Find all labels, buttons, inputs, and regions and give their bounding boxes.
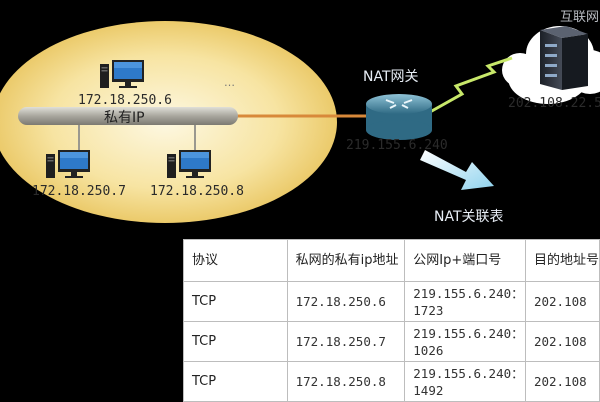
column-header: 私网的私有ip地址 bbox=[286, 239, 406, 282]
more-hosts-ellipsis: … bbox=[224, 76, 235, 89]
column-header: 目的地址号 bbox=[524, 239, 600, 282]
server-ip-label: 202.108.22.5 bbox=[508, 96, 600, 111]
protocol-cell: TCP bbox=[183, 361, 288, 402]
destination-cell: 202.108 bbox=[524, 281, 600, 322]
server-icon bbox=[540, 26, 588, 90]
gateway-ip-label: 219.155.6.240 bbox=[346, 138, 448, 153]
private-ip-cell: 172.18.250.7 bbox=[286, 321, 406, 362]
table-header-row: 协议 私网的私有ip地址 公网Ip+端口号 目的地址号 bbox=[183, 239, 600, 282]
private-ip-label: 私有IP bbox=[104, 110, 145, 126]
watermark-text: 互联网 bbox=[560, 10, 600, 25]
destination-cell: 202.108 bbox=[524, 321, 600, 362]
private-ip-cell: 172.18.250.8 bbox=[286, 361, 406, 402]
table-row: TCP 172.18.250.7 219.155.6.240：1026 202.… bbox=[183, 321, 600, 362]
table-row: TCP 172.18.250.6 219.155.6.240：1723 202.… bbox=[183, 281, 600, 322]
destination-cell: 202.108 bbox=[524, 361, 600, 402]
wan-link bbox=[429, 56, 513, 114]
column-header: 公网Ip+端口号 bbox=[404, 239, 526, 282]
column-header: 协议 bbox=[183, 239, 288, 282]
protocol-cell: TCP bbox=[183, 321, 288, 362]
private-ip-cell: 172.18.250.6 bbox=[286, 281, 406, 322]
nat-table: 协议 私网的私有ip地址 公网Ip+端口号 目的地址号 TCP 172.18.2… bbox=[183, 239, 600, 402]
nat-gateway-title: NAT网关 bbox=[363, 69, 419, 85]
arrow-icon bbox=[420, 150, 494, 190]
protocol-cell: TCP bbox=[183, 281, 288, 322]
host-ip-label: 172.18.250.6 bbox=[78, 93, 172, 108]
public-ip-port-cell: 219.155.6.240：1026 bbox=[404, 321, 526, 362]
host-ip-label: 172.18.250.8 bbox=[150, 184, 244, 199]
router-icon bbox=[366, 94, 432, 140]
host-ip-label: 172.18.250.7 bbox=[32, 184, 126, 199]
public-ip-port-cell: 219.155.6.240：1492 bbox=[404, 361, 526, 402]
public-ip-port-cell: 219.155.6.240：1723 bbox=[404, 281, 526, 322]
nat-table-title: NAT关联表 bbox=[434, 209, 504, 225]
private-ip-bus bbox=[18, 107, 238, 125]
table-row: TCP 172.18.250.8 219.155.6.240：1492 202.… bbox=[183, 361, 600, 402]
